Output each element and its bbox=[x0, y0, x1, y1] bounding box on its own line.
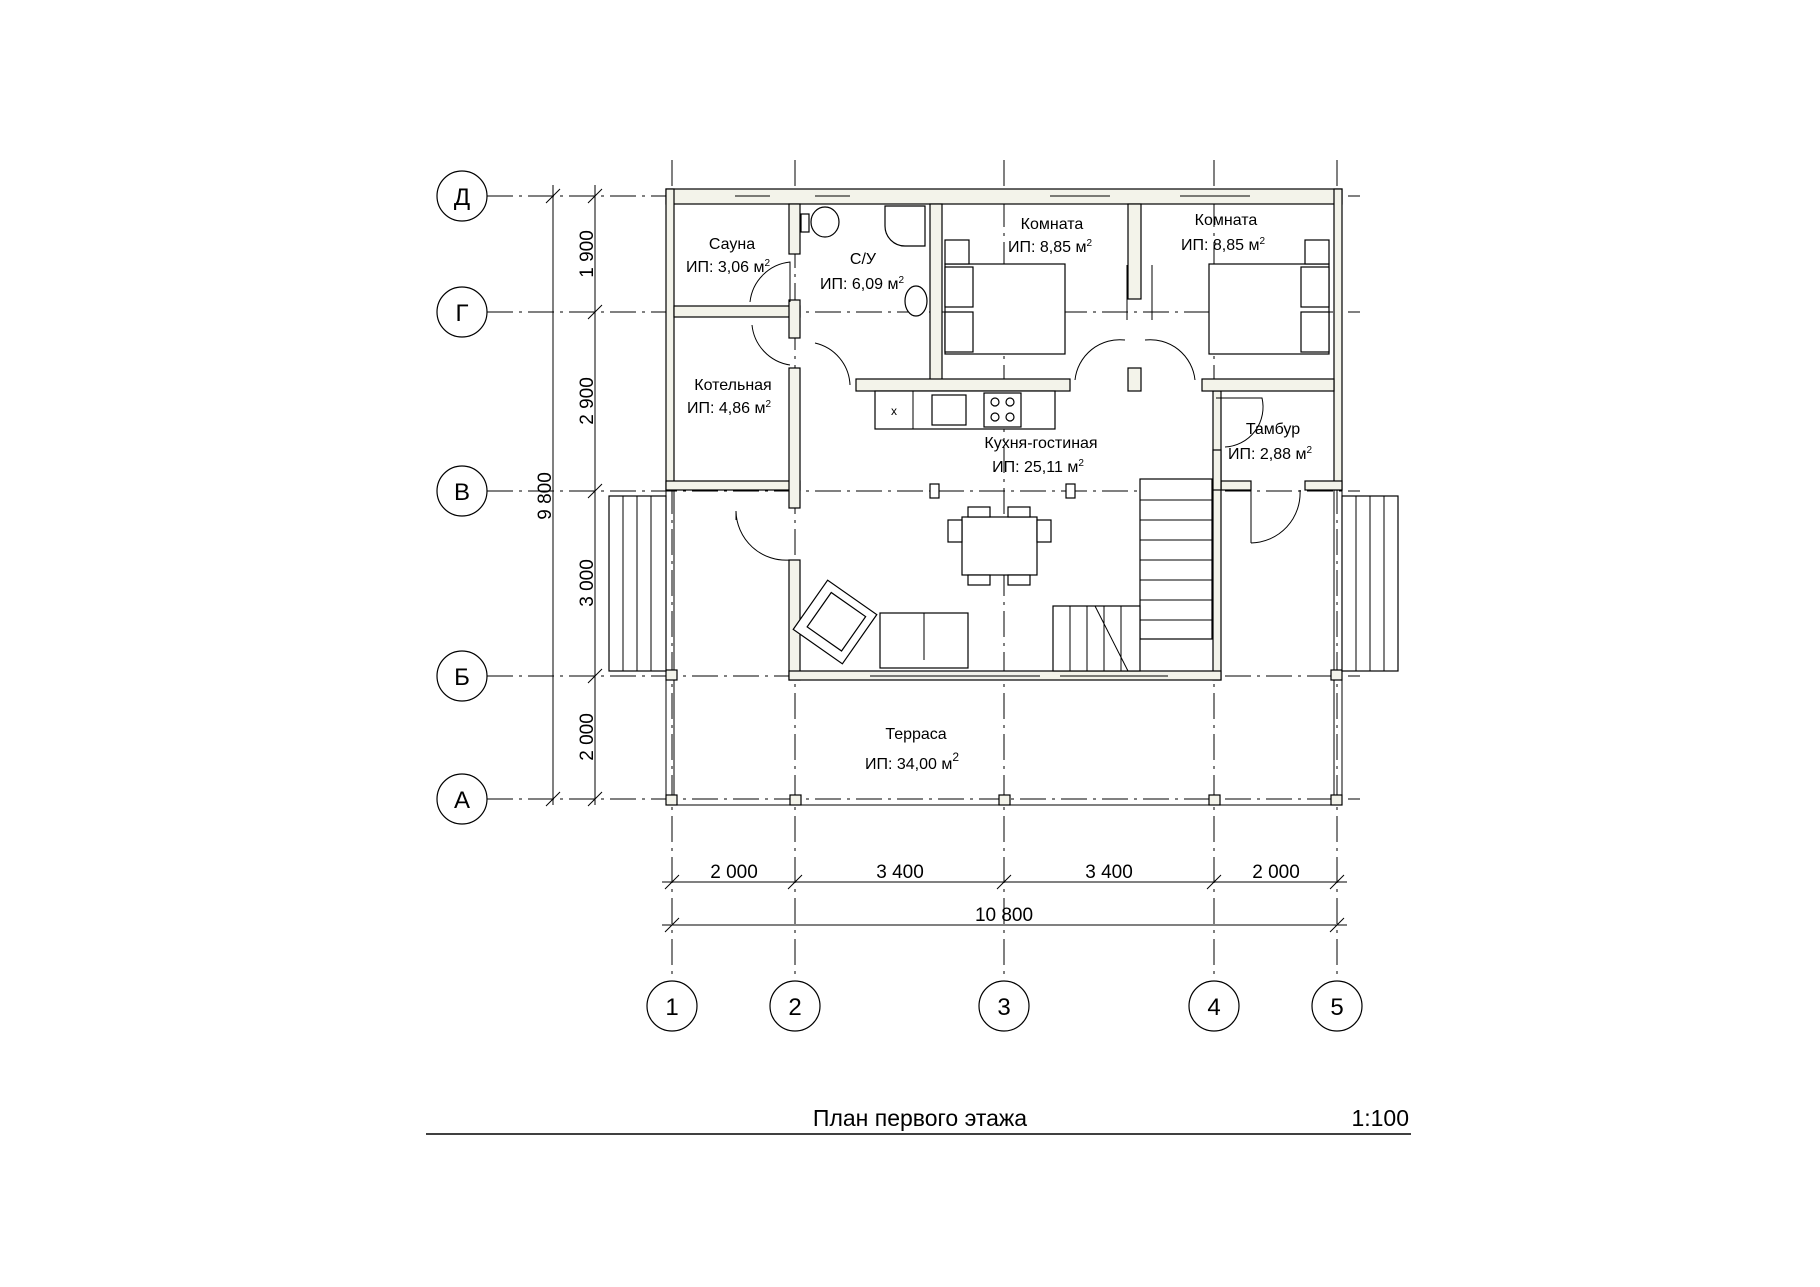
dim-v-4: 2 000 bbox=[577, 713, 598, 761]
room-area-bedroom-1: ИП: 8,85 м2 bbox=[1008, 238, 1092, 256]
terrace bbox=[608, 490, 1399, 806]
axis-label-row: А bbox=[454, 787, 470, 814]
dim-h-3: 3 400 bbox=[1085, 862, 1133, 883]
room-area-vestibule: ИП: 2,88 м2 bbox=[1228, 445, 1312, 463]
dim-v-2: 2 900 bbox=[577, 377, 598, 425]
armchair bbox=[792, 579, 878, 665]
dim-v-1: 1 900 bbox=[577, 230, 598, 278]
room-area-terrace: ИП: 34,00 м2 bbox=[865, 750, 959, 773]
room-area-boiler: ИП: 4,86 м2 bbox=[687, 399, 771, 417]
room-area-bedroom-2: ИП: 8,85 м2 bbox=[1181, 236, 1265, 254]
drawing-title: План первого этажа bbox=[813, 1105, 1027, 1131]
dim-v-total: 9 800 bbox=[535, 472, 556, 520]
horizontal-dimensions: 2 000 3 400 3 400 2 000 10 800 bbox=[662, 862, 1347, 933]
room-name-vestibule: Тамбур bbox=[1246, 421, 1300, 438]
axis-label-col: 1 bbox=[665, 994, 678, 1021]
stove-mark: x bbox=[891, 404, 897, 418]
vertical-dimensions: 1 900 2 900 3 000 2 000 9 800 bbox=[535, 185, 603, 807]
dim-h-4: 2 000 bbox=[1252, 862, 1300, 883]
dim-h-total: 10 800 bbox=[975, 905, 1033, 926]
room-name-sauna: Сауна bbox=[709, 236, 755, 253]
toilet bbox=[810, 206, 840, 238]
axis-label-row: В bbox=[454, 479, 470, 506]
row-axis-bubbles: Д Г В Б А bbox=[436, 170, 488, 825]
dim-h-1: 2 000 bbox=[710, 862, 758, 883]
room-name-terrace: Терраса bbox=[885, 726, 946, 743]
door-swings bbox=[735, 261, 1301, 561]
axis-label-col: 5 bbox=[1330, 994, 1343, 1021]
dim-v-3: 3 000 bbox=[577, 559, 598, 607]
room-name-bedroom-1: Комната bbox=[1021, 216, 1084, 233]
steps-right bbox=[1341, 495, 1399, 672]
column-axis-bubbles: 1 2 3 4 5 bbox=[646, 980, 1363, 1032]
shower bbox=[884, 205, 926, 247]
walls bbox=[665, 188, 1343, 681]
axis-label-row: Б bbox=[454, 664, 470, 691]
dining-table bbox=[961, 516, 1038, 576]
room-area-sauna: ИП: 3,06 м2 bbox=[686, 258, 770, 276]
axis-label-row: Г bbox=[456, 300, 469, 327]
room-area-kitchen-living: ИП: 25,11 м2 bbox=[992, 458, 1084, 476]
room-name-kitchen-living: Кухня-гостиная bbox=[984, 435, 1097, 452]
axis-label-col: 2 bbox=[788, 994, 801, 1021]
dim-h-2: 3 400 bbox=[876, 862, 924, 883]
room-name-boiler: Котельная bbox=[694, 377, 771, 394]
furniture: x bbox=[792, 205, 1330, 672]
axis-label-row: Д bbox=[454, 184, 470, 211]
steps-left bbox=[608, 495, 667, 672]
room-name-bathroom: С/У bbox=[850, 251, 877, 268]
room-area-bathroom: ИП: 6,09 м2 bbox=[820, 275, 904, 293]
axis-label-col: 4 bbox=[1207, 994, 1220, 1021]
staircase bbox=[1052, 478, 1213, 672]
room-labels: Сауна ИП: 3,06 м2 С/У ИП: 6,09 м2 Комнат… bbox=[686, 212, 1312, 773]
washbasin bbox=[904, 285, 928, 317]
axis-label-col: 3 bbox=[997, 994, 1010, 1021]
drawing-scale: 1:100 bbox=[1351, 1105, 1409, 1131]
room-name-bedroom-2: Комната bbox=[1195, 212, 1258, 229]
